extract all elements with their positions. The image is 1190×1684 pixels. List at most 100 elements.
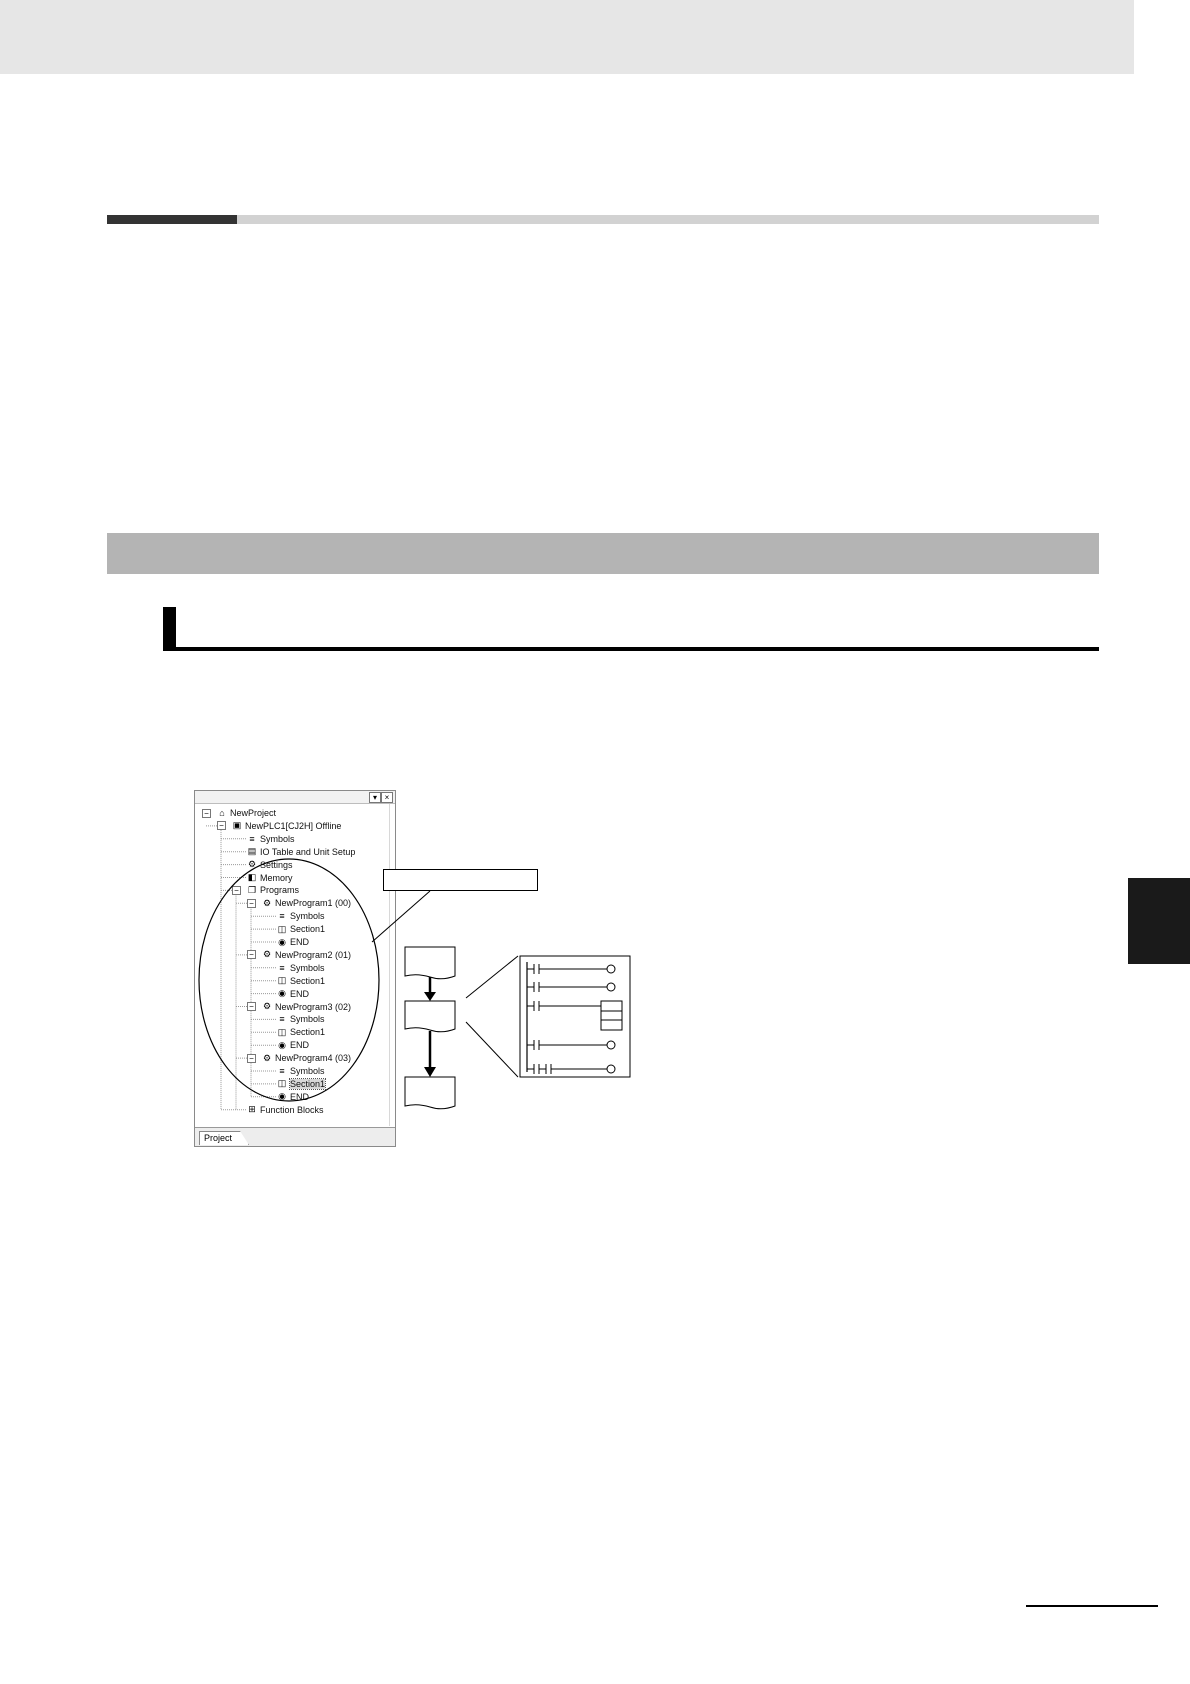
collapse-toggle-icon[interactable]: − <box>247 950 256 960</box>
tree-item-program[interactable]: −⚙NewProgram3 (02) <box>247 1001 351 1013</box>
tree-item-symbols[interactable]: ≡Symbols <box>247 833 294 845</box>
program-icon: ⚙ <box>262 949 272 960</box>
tree-item-symbols[interactable]: ≡ Symbols <box>277 962 325 974</box>
ladder-rung <box>527 1040 616 1050</box>
symbols-icon: ≡ <box>279 1066 285 1076</box>
symbols-icon: ≡ <box>279 1014 285 1025</box>
tree-item-label: Symbols <box>290 1066 325 1076</box>
end-icon: ◉ <box>278 988 286 999</box>
tree-item-symbols[interactable]: ≡Symbols <box>277 910 324 922</box>
tree-item-label: NewProgram2 (01) <box>275 949 352 960</box>
ladder-instruction-block <box>600 1000 623 1031</box>
section-heading-bar <box>107 533 1099 574</box>
tree-item-label: Symbols <box>290 1014 325 1025</box>
tree-item-label: NewProgram3 (02) <box>275 1001 352 1012</box>
tab-project[interactable]: Project <box>199 1131 250 1145</box>
zoom-line-bottom <box>465 1021 519 1078</box>
ladder-rung <box>527 982 616 992</box>
tree-item-plc[interactable]: −▣NewPLC1[CJ2H] Offline <box>217 820 341 832</box>
tree-item-function-blocks[interactable]: ⊞ Function Blocks <box>247 1104 324 1116</box>
symbols-icon: ≡ <box>249 833 255 844</box>
tree-item-label: NewPLC1[CJ2H] Offline <box>245 820 342 831</box>
subsection-heading-rule <box>163 647 1099 651</box>
tree-scrollbar[interactable] <box>389 804 395 1126</box>
section-icon: ◫ <box>277 1026 287 1037</box>
tree-item-memory[interactable]: ◧Memory <box>247 872 293 884</box>
tree-item-section[interactable]: ◫Section1 <box>277 1026 325 1038</box>
tree-item-label: Section1 <box>290 1027 326 1038</box>
ladder-coil <box>606 982 616 992</box>
tree-item-program[interactable]: −⚙NewProgram2 (01) <box>247 949 351 961</box>
section-icon: ◫ <box>277 975 287 986</box>
program-icon: ⚙ <box>262 897 272 908</box>
programs-icon: ❐ <box>247 884 257 895</box>
tree-item-label: Settings <box>260 859 293 870</box>
symbols-icon: ≡ <box>279 962 285 973</box>
flowchart-block-1 <box>404 946 456 980</box>
project-icon: ⌂ <box>219 808 225 818</box>
tree-item-label: Symbols <box>290 962 325 973</box>
tree-item-label: Memory <box>260 872 293 883</box>
tree-item-label: NewProject <box>230 808 277 818</box>
tree-item-end[interactable]: ◉ END <box>277 988 309 1000</box>
tree-item-end[interactable]: ◉ END <box>277 1039 309 1051</box>
tree-item-program[interactable]: −⚙NewProgram1 (00) <box>247 897 351 909</box>
function-blocks-icon: ⊞ <box>248 1104 256 1115</box>
tree-item-end[interactable]: ◉END <box>277 936 309 948</box>
collapse-toggle-icon[interactable]: − <box>247 1002 256 1011</box>
tree-item-io-table[interactable]: ▤IO Table and Unit Setup <box>247 846 356 858</box>
chapter-heading-rule <box>237 215 1099 224</box>
callout-label-box <box>383 869 538 891</box>
program-icon: ⚙ <box>262 1052 272 1063</box>
tree-item-label: IO Table and Unit Setup <box>260 846 356 857</box>
tree-item-symbols[interactable]: ≡ Symbols <box>277 1065 325 1077</box>
page-header-band <box>0 0 1134 74</box>
tree-item-section[interactable]: ◫Section1 <box>277 975 325 987</box>
tree-item-programs[interactable]: −❐Programs <box>232 884 299 896</box>
tree-item-label: END <box>290 988 310 999</box>
collapse-toggle-icon[interactable]: − <box>247 1053 256 1063</box>
chapter-heading-rule-accent <box>107 215 237 224</box>
tree-item-settings[interactable]: ⚙Settings <box>247 859 293 871</box>
tree-item-label: END <box>290 1091 310 1102</box>
ladder-coil <box>606 964 616 974</box>
flow-arrowhead-2 <box>424 1067 436 1077</box>
tree-item-label: Section1 <box>290 975 326 986</box>
tree-item-label: NewProgram4 (03) <box>275 1053 352 1064</box>
ladder-rung <box>527 1000 623 1031</box>
plc-icon: ▣ <box>232 820 242 831</box>
tree-item-section[interactable]: ◫Section1 <box>277 923 325 935</box>
tree-item-end[interactable]: ◉END <box>277 1091 309 1103</box>
ladder-frame <box>519 955 631 1078</box>
ladder-rung <box>527 1064 616 1074</box>
tree-item-label: END <box>290 1040 310 1051</box>
collapse-toggle-icon[interactable]: − <box>232 885 241 895</box>
tree-item-label: Section1 <box>290 924 326 935</box>
collapse-toggle-icon[interactable]: − <box>247 898 256 908</box>
end-icon: ◉ <box>278 936 286 947</box>
close-button[interactable]: × <box>381 792 393 803</box>
ladder-diagram <box>519 955 631 1078</box>
tree-item-symbols[interactable]: ≡ Symbols <box>277 1013 325 1025</box>
symbols-icon: ≡ <box>279 911 285 922</box>
collapse-toggle-icon[interactable]: − <box>202 808 211 818</box>
tree-item-project[interactable]: −⌂ NewProject <box>202 807 276 819</box>
tree-tab-strip: Project <box>195 1127 395 1146</box>
flowchart-block-2 <box>404 1000 456 1033</box>
tree-item-label: Programs <box>260 885 300 896</box>
ladder-coil <box>606 1040 616 1050</box>
section-icon: ◫ <box>277 923 287 934</box>
end-icon: ◉ <box>278 1039 286 1050</box>
section-icon: ◫ <box>277 1078 287 1089</box>
collapse-toggle-icon[interactable]: − <box>217 821 226 831</box>
tree-item-program[interactable]: −⚙NewProgram4 (03) <box>247 1052 351 1064</box>
tree-item-label: NewProgram1 (00) <box>275 898 352 909</box>
tree-item-section[interactable]: ◫Section1 <box>277 1077 327 1090</box>
pin-button[interactable]: ▾ <box>369 792 381 803</box>
ladder-rung <box>527 964 616 974</box>
tree-item-label: Function Blocks <box>260 1104 324 1115</box>
subsection-heading-marker <box>163 607 176 650</box>
flowchart-block-3 <box>404 1076 456 1110</box>
memory-icon: ◧ <box>247 872 257 882</box>
